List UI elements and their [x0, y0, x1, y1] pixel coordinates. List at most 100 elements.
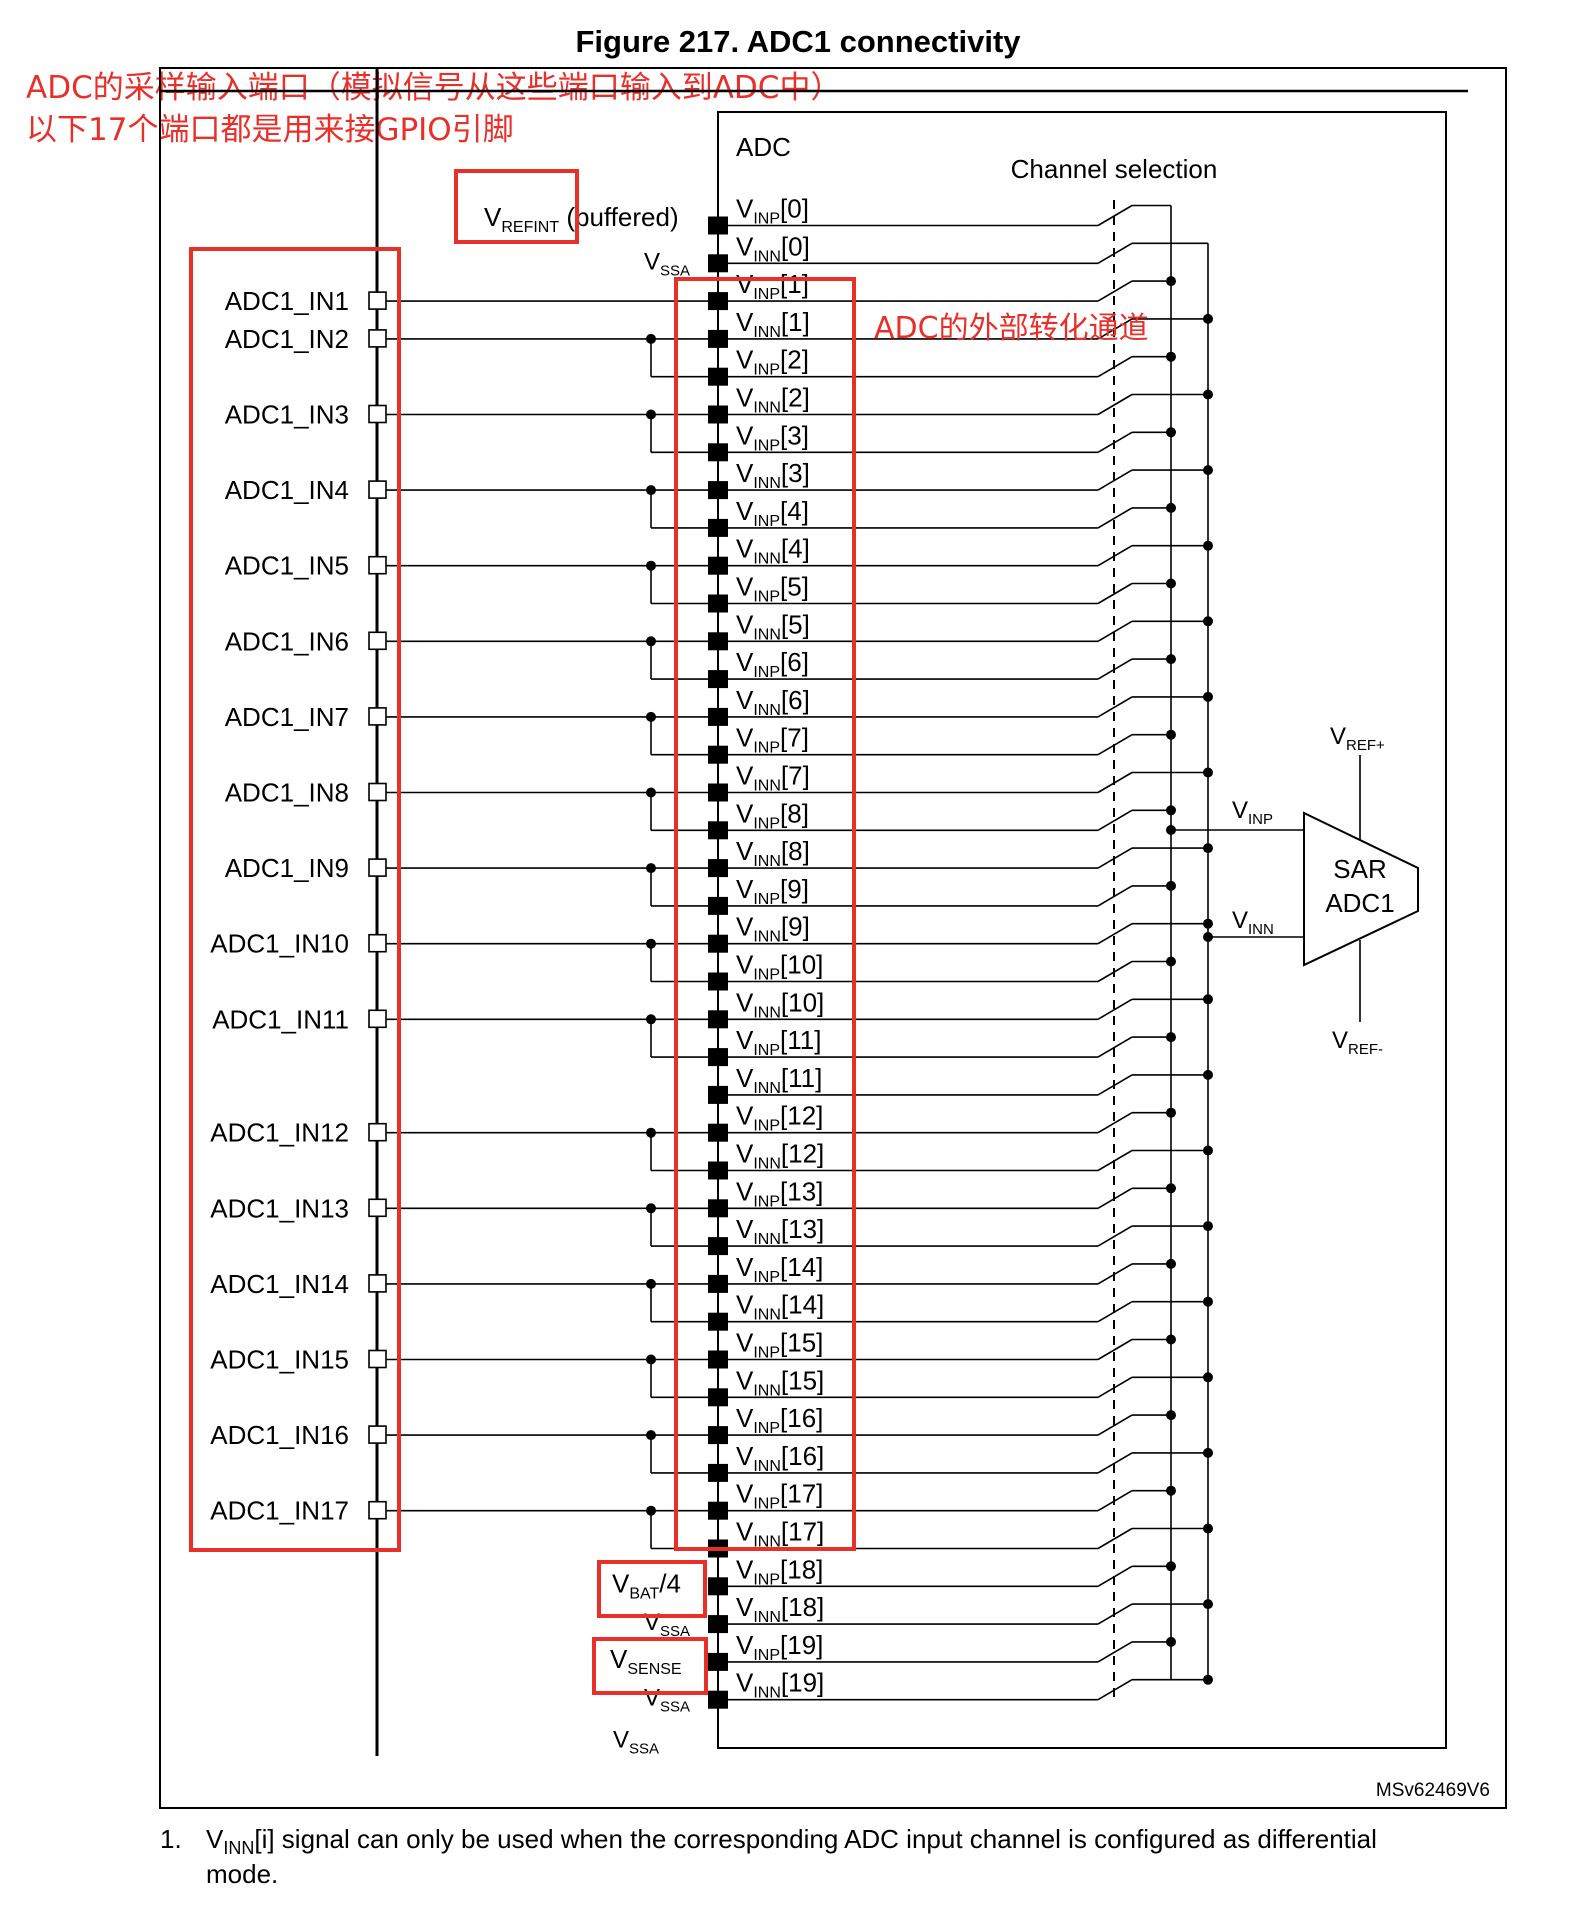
channel-label-19: VINN[9] [736, 912, 810, 946]
pin-pad-17 [368, 1500, 387, 1520]
channel-label-28: VINP[14] [736, 1252, 823, 1286]
channel-switch-13 [1097, 696, 1133, 718]
channel-label-20: VINP[10] [736, 950, 823, 984]
channel-switch-20 [1097, 960, 1133, 983]
channel-label-37: VINN[18] [736, 1592, 824, 1626]
pin-label-4: ADC1_IN4 [225, 475, 349, 505]
channel-label-0: VINP[0] [736, 194, 809, 228]
vref-plus-label: VREF+ [1330, 723, 1385, 754]
channel-switch-39 [1097, 1679, 1133, 1701]
channel-label-29: VINN[14] [736, 1290, 824, 1324]
pin-pad-10 [368, 933, 387, 953]
pin-label-8: ADC1_IN8 [225, 778, 349, 808]
channel-switch-2 [1097, 280, 1133, 302]
channel-switch-36 [1097, 1565, 1133, 1587]
pin-pad-7 [368, 707, 387, 726]
channel-switch-27 [1097, 1225, 1133, 1247]
channel-switch-18 [1097, 885, 1133, 907]
annotation-external-channels: ADC的外部转化通道 [874, 311, 1149, 346]
pin-label-12: ADC1_IN12 [210, 1118, 349, 1148]
channel-label-38: VINP[19] [736, 1630, 823, 1664]
footnote-text: VINN[i] signal can only be used when the… [206, 1824, 1377, 1890]
diagram-frame [159, 67, 1507, 1809]
channel-label-14: VINP[7] [736, 723, 809, 757]
pin-label-3: ADC1_IN3 [225, 400, 349, 430]
pin-label-15: ADC1_IN15 [210, 1345, 349, 1375]
adc-block [717, 111, 1447, 1749]
pin-pad-16 [368, 1425, 387, 1444]
channel-label-25: VINN[12] [736, 1139, 824, 1173]
pin-pad-13 [368, 1198, 387, 1218]
pin-label-16: ADC1_IN16 [210, 1420, 349, 1450]
channel-switch-24 [1097, 1112, 1133, 1134]
pin-pad-9 [368, 858, 387, 877]
pin-pad-1 [368, 291, 387, 310]
highlight-box-vrefint [454, 169, 579, 244]
highlight-box-vbat [597, 1560, 707, 1618]
pin-label-5: ADC1_IN5 [225, 551, 349, 581]
channel-label-7: VINN[3] [736, 458, 810, 492]
channel-switch-23 [1097, 1074, 1133, 1096]
highlight-box-vsense [592, 1637, 708, 1695]
channel-label-24: VINP[12] [736, 1101, 823, 1135]
vinn-junction [1203, 932, 1213, 942]
channel-switch-14 [1097, 734, 1133, 756]
pin-pad-14 [368, 1274, 387, 1293]
vssa-label-39: VSSA [644, 1685, 690, 1716]
pin-label-10: ADC1_IN10 [210, 929, 349, 959]
pin-label-6: ADC1_IN6 [225, 626, 349, 656]
channel-switch-16 [1097, 809, 1133, 831]
channel-switch-25 [1097, 1149, 1133, 1172]
vrefint-label: VREFINT (buffered) [484, 202, 679, 236]
channel-label-26: VINP[13] [736, 1176, 823, 1210]
channel-label-2: VINP[1] [736, 269, 809, 303]
vssa-label-1: VSSA [644, 248, 690, 279]
vbat-label: VBAT/4 [612, 1568, 681, 1602]
channel-label-15: VINN[7] [736, 761, 810, 795]
pin-label-13: ADC1_IN13 [210, 1193, 349, 1223]
channel-label-16: VINP[8] [736, 798, 809, 832]
vsense-label: VSENSE [610, 1644, 682, 1678]
pin-label-14: ADC1_IN14 [210, 1269, 349, 1299]
pin-pad-2 [368, 329, 387, 348]
highlight-box-pins [189, 247, 401, 1552]
channel-switch-10 [1097, 582, 1133, 605]
vinn-label: VINN [1232, 907, 1274, 938]
channel-switch-30 [1097, 1338, 1133, 1361]
channel-label-18: VINP[9] [736, 874, 809, 908]
channel-switch-28 [1097, 1263, 1133, 1285]
channel-label-32: VINP[16] [736, 1403, 823, 1437]
channel-switch-38 [1097, 1641, 1133, 1663]
channel-switch-33 [1097, 1452, 1133, 1474]
channel-label-3: VINN[1] [736, 307, 810, 341]
channel-label-35: VINN[17] [736, 1517, 824, 1551]
vssa-label-37: VSSA [644, 1609, 690, 1640]
channel-switch-31 [1097, 1376, 1133, 1398]
pin-pad-5 [368, 555, 387, 575]
channel-label-31: VINN[15] [736, 1365, 824, 1399]
annotation-note-line-1: ADC的采样输入端口（模拟信号从这些端口输入到ADC中） [26, 70, 842, 106]
channel-selection-label: Channel selection [1011, 154, 1218, 184]
channel-switch-17 [1097, 847, 1133, 869]
label-layer: VINP[0]VINN[0]VINP[1]VINN[1]VINP[2]VINN[… [210, 132, 1490, 1801]
sar-label-line-2: ADC1 [1325, 888, 1394, 918]
vinp-label: VINP [1232, 797, 1273, 828]
figure-code: MSv62469V6 [1376, 1780, 1490, 1801]
pin-label-2: ADC1_IN2 [225, 324, 349, 354]
channel-label-12: VINP[6] [736, 647, 809, 681]
channel-label-36: VINP[18] [736, 1554, 823, 1588]
pin-pad-15 [368, 1349, 387, 1369]
pin-label-17: ADC1_IN17 [210, 1496, 349, 1526]
channel-switch-29 [1097, 1301, 1133, 1323]
channel-switch-11 [1097, 620, 1133, 642]
highlight-layer: ADC的外部转化通道 [189, 169, 1149, 1695]
sar-adc-symbol [1303, 811, 1419, 967]
channel-label-33: VINN[16] [736, 1441, 824, 1475]
sar-label-line-1: SAR [1333, 854, 1386, 884]
channel-label-1: VINN[0] [736, 231, 810, 265]
channel-switch-26 [1097, 1187, 1133, 1209]
channel-switch-19 [1097, 923, 1133, 945]
channel-switch-8 [1097, 507, 1133, 529]
pin-label-9: ADC1_IN9 [225, 853, 349, 883]
